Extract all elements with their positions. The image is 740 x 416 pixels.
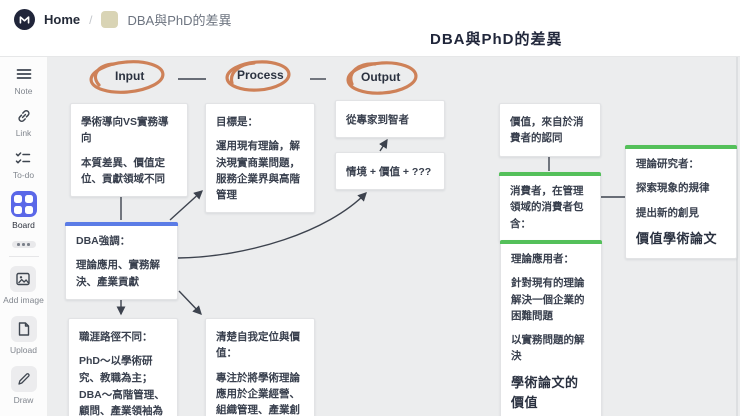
- card-dba-emphasis[interactable]: DBA強調： 理論應用、實務解決、產業貢獻: [65, 222, 178, 300]
- sidebar-label: Upload: [10, 345, 37, 355]
- card-line: 理論應用、實務解決、產業貢獻: [76, 259, 160, 288]
- breadcrumb-home-link[interactable]: Home: [44, 12, 81, 27]
- ellipsis-icon: [17, 243, 20, 246]
- flow-node-output[interactable]: Output: [361, 70, 401, 84]
- file-icon: [18, 322, 29, 336]
- sidebar-item-add-image[interactable]: Add image: [3, 266, 44, 305]
- flow-node-input[interactable]: Input: [115, 69, 145, 83]
- top-bar: Home / DBA與PhD的差異 DBA與PhD的差異: [0, 0, 740, 57]
- card-line: 價值，來自於消費者的認同: [510, 116, 584, 145]
- card-line: 情境 + 價值 + ???: [346, 166, 432, 178]
- sidebar-label: Board: [12, 220, 35, 230]
- card-accent-blue: [65, 222, 178, 226]
- card-accent-green: [499, 172, 601, 176]
- board-canvas[interactable]: Input Process Output 學術導向VS實務導向 本質差異、價值定…: [48, 57, 740, 416]
- card-line: 消費者，在管理領域的消費者包含：: [510, 185, 584, 230]
- card-goal[interactable]: 目標是： 運用現有理論，解決現實商業問題，服務企業界與高階管理: [205, 103, 315, 214]
- card-line: 理論應用者：: [511, 253, 574, 265]
- card-line: 運用現有理論，解決現實商業問題，服務企業界與高階管理: [216, 140, 300, 202]
- sidebar-label: Draw: [13, 395, 34, 405]
- sidebar-item-draw[interactable]: Draw: [10, 366, 37, 405]
- pencil-icon: [17, 373, 30, 385]
- card-value-from-consumers[interactable]: 價值，來自於消費者的認同: [499, 103, 601, 157]
- card-line: 本質差異、價值定位、貢獻領域不同: [81, 156, 165, 185]
- sidebar-item-note[interactable]: Note: [15, 65, 33, 96]
- sidebar-label: Add image: [3, 295, 44, 305]
- card-academic-vs-practice[interactable]: 學術導向VS實務導向 本質差異、價值定位、貢獻領域不同: [70, 103, 188, 198]
- card-self-positioning[interactable]: 清楚自我定位與價值： 專注於將學術理論應用於企業經營、組織管理、產業創新: [205, 318, 315, 416]
- card-accent-green: [625, 145, 737, 149]
- card-career-paths[interactable]: 職涯路徑不同： PhD～以學術研究、教職為主； DBA～高階管理、顧問、產業領袖…: [68, 318, 178, 416]
- card-expert-to-sage[interactable]: 從專家到智者: [335, 100, 445, 139]
- card-line: 提出新的創見: [636, 206, 699, 219]
- breadcrumb: Home / DBA與PhD的差異: [14, 9, 232, 30]
- card-line: DBA～高階管理、顧問、產業領袖為主: [79, 388, 165, 416]
- sidebar-item-board[interactable]: Board: [10, 191, 37, 230]
- card-line: PhD～以學術研究、教職為主；: [79, 355, 153, 384]
- breadcrumb-separator: /: [89, 12, 93, 27]
- card-line: 以實務問題的解決: [511, 334, 585, 363]
- board-grid-icon: [10, 191, 37, 217]
- card-line: 清楚自我定位與價值：: [216, 331, 300, 360]
- card-line: 專注於將學術理論應用於企業經營、組織管理、產業創新: [216, 371, 300, 416]
- canvas-scrollbar[interactable]: [736, 57, 738, 416]
- card-line: 針對現有的理論解決一個企業的困難問題: [511, 277, 585, 322]
- sidebar-label: Note: [14, 86, 33, 96]
- card-context-value[interactable]: 情境 + 價值 + ???: [335, 152, 445, 191]
- card-line: 目標是：: [216, 116, 258, 128]
- card-theory-researcher[interactable]: 理論研究者： 探索現象的規律 提出新的創見 價值學術論文: [625, 145, 737, 259]
- image-icon: [16, 272, 31, 286]
- card-line: DBA強調：: [76, 235, 131, 247]
- todo-checklist-icon: [16, 152, 31, 164]
- sidebar-divider: [8, 256, 39, 257]
- sidebar-label: Link: [15, 128, 32, 138]
- app-logo-icon[interactable]: [14, 9, 35, 30]
- sidebar-item-todo[interactable]: To-do: [13, 149, 34, 180]
- flow-node-process[interactable]: Process: [237, 68, 284, 82]
- sidebar-item-upload[interactable]: Upload: [10, 316, 37, 355]
- card-theory-applier[interactable]: 理論應用者： 針對現有的理論解決一個企業的困難問題 以實務問題的解決 學術論文的…: [500, 240, 602, 416]
- card-line: 學術導向VS實務導向: [81, 116, 169, 145]
- page-title: DBA與PhD的差異: [430, 31, 563, 48]
- note-lines-icon: [16, 69, 31, 79]
- breadcrumb-board-title[interactable]: DBA與PhD的差異: [127, 13, 232, 28]
- board-thumbnail-icon[interactable]: [101, 11, 119, 28]
- card-line: 價值學術論文: [636, 230, 718, 246]
- tools-sidebar: Note Link To-do Board Add image Upload D: [0, 57, 48, 416]
- card-line: 理論研究者：: [636, 158, 699, 170]
- sidebar-item-link[interactable]: Link: [15, 107, 33, 138]
- card-accent-green: [500, 240, 602, 244]
- more-tools-button[interactable]: [11, 241, 36, 249]
- card-consumers-in-management[interactable]: 消費者，在管理領域的消費者包含：: [499, 172, 601, 242]
- sidebar-label: To-do: [12, 170, 35, 180]
- card-line: 學術論文的價值: [511, 374, 579, 410]
- link-icon: [17, 110, 30, 122]
- card-line: 職涯路徑不同：: [79, 331, 153, 343]
- card-line: 探索現象的規律: [636, 182, 710, 195]
- card-line: 從專家到智者: [346, 114, 409, 126]
